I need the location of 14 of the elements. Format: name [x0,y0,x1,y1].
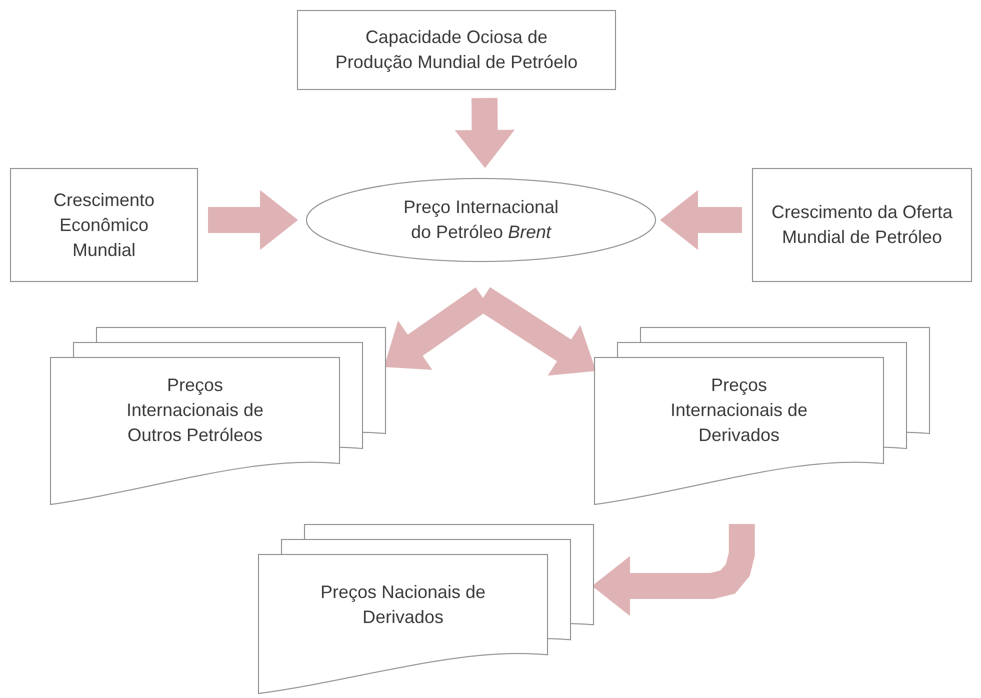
process-box [10,168,198,282]
block-arrow [454,98,515,168]
node-text: Preços Internacionais de Derivados [669,374,809,448]
node-text: Capacidade Ociosa de Produção Mundial de Petróelo [334,26,579,74]
block-arrow [208,190,298,250]
node-text: Crescimento da Oferta Mundial de Petróleo [770,201,954,249]
process-box [297,10,616,90]
process-box [752,168,972,282]
block-arrow [592,524,755,616]
node-text: Preço Internacional do Petróleo Brent [402,196,560,244]
node-text: Crescimento Econômico Mundial [52,188,156,262]
node-text: Preços Internacionais de Outros Petróleos [125,374,265,448]
node-text: Preços Nacionais de Derivados [319,581,487,630]
block-arrow [660,190,742,250]
